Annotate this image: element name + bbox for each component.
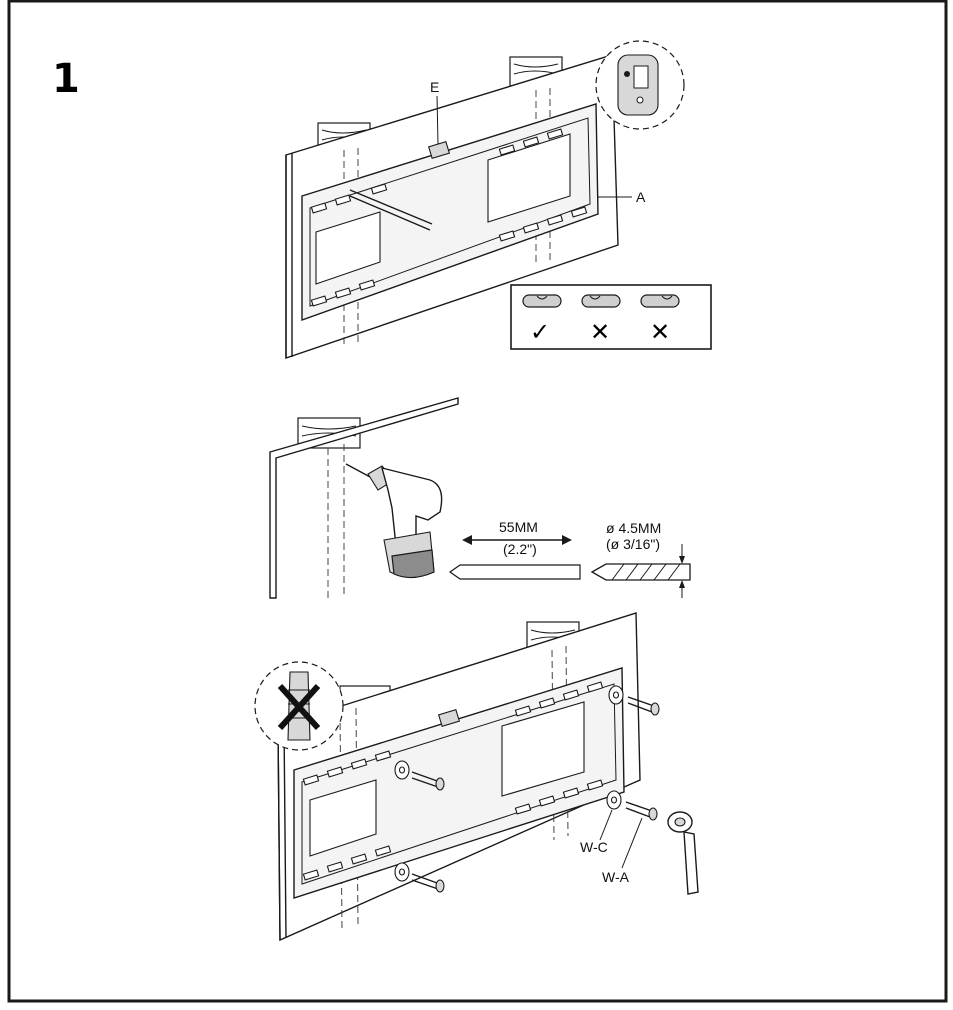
no-drywall-anchor-callout	[254, 661, 344, 751]
cross-mark-icon-1: ✕	[590, 318, 610, 346]
step-number: 1	[52, 56, 80, 102]
label-a: A	[636, 189, 646, 205]
drill-icon	[345, 463, 443, 579]
plate-slots	[310, 128, 588, 307]
drill-depth-dimension: 55MM (2.2")	[448, 519, 581, 580]
bubble-level-e	[427, 140, 451, 160]
level-check-box: ✓ ✕ ✕	[510, 284, 712, 350]
bit-mm: ø 4.5MM	[606, 520, 661, 536]
depth-inch: (2.2")	[503, 541, 537, 557]
label-e: E	[430, 79, 439, 95]
level-vial-wrong-1	[581, 294, 621, 308]
cross-mark-icon-2: ✕	[650, 318, 670, 346]
wall-panel-drill	[269, 397, 459, 599]
label-w-a: W-A	[602, 869, 630, 885]
panel-attach-plate: W-C W-A	[254, 612, 699, 942]
panel-level-plate: E A ✓ ✕ ✕	[285, 40, 712, 359]
level-detail-callout	[595, 40, 685, 130]
page-border	[7, 0, 948, 1003]
plate-slots-mounted	[302, 681, 604, 881]
level-vial-correct	[522, 294, 562, 308]
drill-bit-diameter: ø 4.5MM (ø 3/16")	[590, 520, 691, 598]
panel-drill-holes: 55MM (2.2") ø 4.5MM (ø 3/16")	[269, 397, 691, 599]
depth-mm: 55MM	[499, 519, 538, 535]
level-vial-wrong-2	[640, 294, 680, 308]
check-mark-icon: ✓	[530, 318, 550, 346]
socket-wrench-icon	[667, 811, 699, 895]
depth-marker-tape	[448, 564, 581, 580]
screw-washer-sets	[394, 685, 660, 893]
bit-inch: (ø 3/16")	[606, 536, 660, 552]
label-w-c: W-C	[580, 839, 608, 855]
